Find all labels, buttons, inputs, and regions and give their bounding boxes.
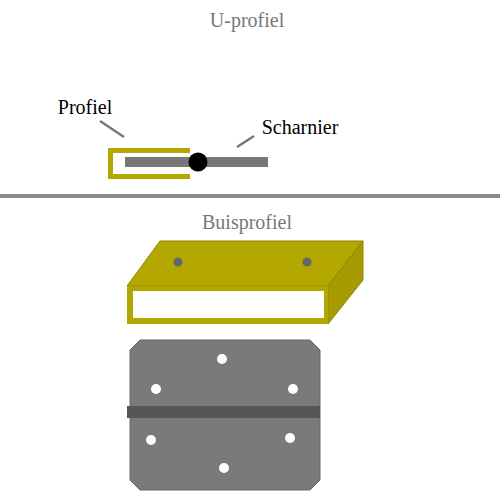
leader-line xyxy=(237,136,254,147)
screw-hole xyxy=(146,435,156,445)
hinge-knuckle xyxy=(127,406,320,418)
screw-hole xyxy=(151,384,161,394)
screw-hole xyxy=(303,258,312,267)
screw-hole xyxy=(217,354,227,364)
section-title: Buisprofiel xyxy=(202,211,292,233)
screw-hole xyxy=(285,433,295,443)
screw-hole xyxy=(288,384,298,394)
tube-top-face xyxy=(127,241,363,286)
screw-hole xyxy=(219,463,229,473)
part-label: Scharnier xyxy=(262,116,339,138)
divider-line xyxy=(0,194,500,198)
leader-line xyxy=(100,121,124,137)
tube-opening xyxy=(133,291,324,318)
part-label: Profiel xyxy=(58,96,112,118)
tube-front-face xyxy=(127,286,328,324)
hinge-pin xyxy=(189,153,208,172)
screw-hole xyxy=(174,258,183,267)
section-title: U-profiel xyxy=(210,9,284,31)
tube-side-face xyxy=(328,241,363,324)
